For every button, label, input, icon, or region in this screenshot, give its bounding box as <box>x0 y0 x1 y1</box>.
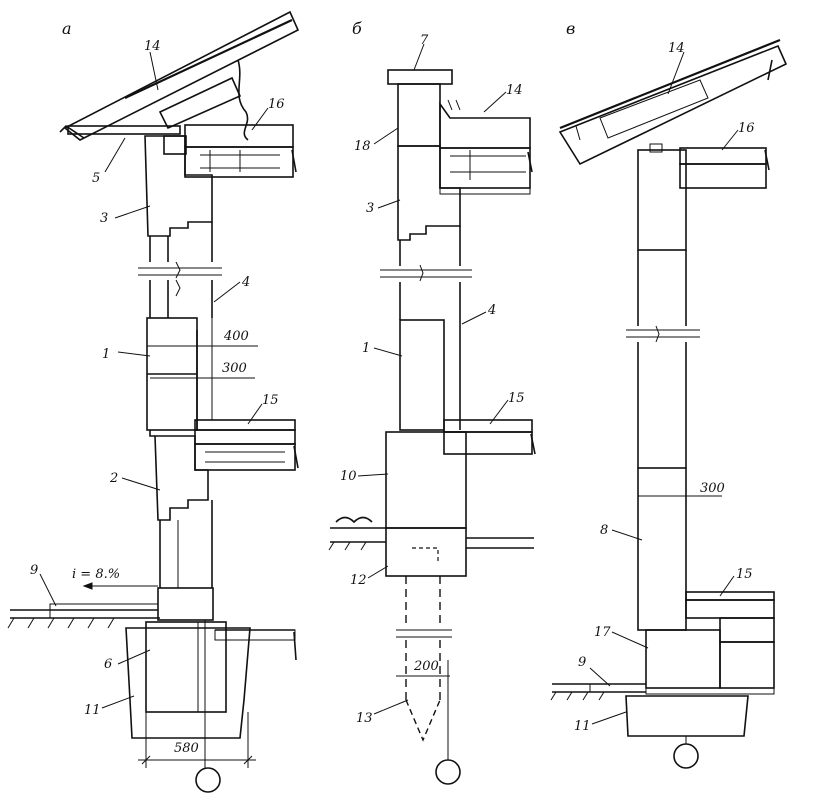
roof-14-v <box>558 38 788 166</box>
label-15-a: 15 <box>262 393 279 408</box>
section-title-a: а <box>62 19 72 38</box>
label-9-v: 9 <box>578 655 586 670</box>
label-1-a: 1 <box>102 347 110 362</box>
attic-floor-16-a <box>184 124 297 178</box>
wall-upper-a <box>138 222 222 318</box>
floor-15-b <box>443 419 536 455</box>
ground-a <box>7 603 297 661</box>
wall-lower-a <box>157 500 214 621</box>
label-400: 400 <box>223 329 249 344</box>
label-5-a: 5 <box>92 171 100 186</box>
label-4-a: 4 <box>241 275 250 290</box>
label-17-v: 17 <box>594 625 611 640</box>
label-14-a: 14 <box>144 39 161 54</box>
lintel-block-3-a <box>144 135 213 237</box>
dimension-200-label: 200 <box>413 659 439 674</box>
label-14-v: 14 <box>668 41 685 56</box>
roof-a <box>59 10 300 141</box>
label-13-b: 13 <box>356 711 373 726</box>
brick-plinth-17 <box>645 629 721 689</box>
label-15-v: 15 <box>736 567 753 582</box>
wall-upper-b <box>380 226 472 320</box>
label-16-v: 16 <box>738 121 755 136</box>
roof-14-b <box>439 99 533 173</box>
section-b: б <box>328 19 536 785</box>
label-11-v: 11 <box>574 719 591 734</box>
pile-13 <box>396 576 461 785</box>
dimension-580-label: 580 <box>174 741 199 756</box>
brick-plinth-10 <box>385 431 467 529</box>
leaders-a <box>39 51 269 709</box>
lintel-block-3-b <box>397 145 531 241</box>
label-300-v: 300 <box>700 481 725 496</box>
label-4-b: 4 <box>487 303 496 318</box>
label-14-b: 14 <box>506 83 523 98</box>
wall-middle-v <box>626 250 700 468</box>
label-300-a: 300 <box>222 361 247 376</box>
label-11-a: 11 <box>84 703 101 718</box>
label-8-v: 8 <box>600 523 608 538</box>
brick-parapet-18 <box>397 83 441 147</box>
floor-15-v <box>685 591 775 643</box>
parapet-cap-7 <box>387 69 453 85</box>
label-7-b: 7 <box>420 33 429 48</box>
label-12-b: 12 <box>350 573 367 588</box>
label-2-a: 2 <box>109 471 118 486</box>
foundation-cushion-11 <box>625 695 749 737</box>
label-9-a: 9 <box>30 563 38 578</box>
label-1-b: 1 <box>362 341 370 356</box>
wall-block-8 <box>637 467 687 631</box>
section-a: а <box>7 10 300 793</box>
grillage-12 <box>385 527 467 577</box>
leaders-v <box>589 51 739 725</box>
label-6-a: 6 <box>104 657 112 672</box>
section-title-b: б <box>352 19 362 38</box>
leaders-b <box>357 43 509 715</box>
ground-b <box>328 516 534 551</box>
foundation-6-a <box>125 621 251 739</box>
label-3-a: 3 <box>100 211 108 226</box>
label-15-b: 15 <box>508 391 525 406</box>
label-16-a: 16 <box>268 97 285 112</box>
label-10-b: 10 <box>340 469 357 484</box>
wall-block-1-a <box>146 317 198 431</box>
wall-block-1-b <box>399 319 445 431</box>
floor-15-a <box>194 419 299 471</box>
section-v: в <box>550 19 788 769</box>
label-18-b: 18 <box>354 139 371 154</box>
label-3-b: 3 <box>366 201 374 216</box>
slope-label: i = 8.% <box>72 567 120 582</box>
wall-upper-block-v <box>637 149 687 251</box>
wall-block-2-a <box>149 430 209 521</box>
section-title-v: в <box>566 19 575 38</box>
attic-floor-16-v <box>679 147 770 189</box>
dimension-580 <box>138 620 256 793</box>
ground-v <box>550 683 775 701</box>
